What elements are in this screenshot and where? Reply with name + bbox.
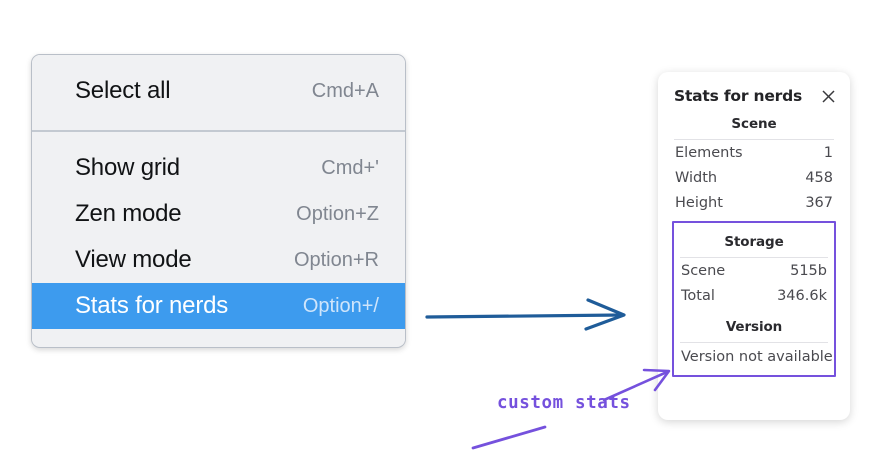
menu-item-select-all[interactable]: Select all Cmd+A bbox=[32, 68, 405, 114]
section-heading-storage: Storage bbox=[724, 234, 784, 250]
section-rule bbox=[674, 139, 834, 140]
section-heading-version: Version bbox=[725, 319, 783, 335]
stats-row-elements: Elements 1 bbox=[672, 140, 836, 165]
menu-item-view-mode[interactable]: View mode Option+R bbox=[32, 237, 405, 283]
canvas-context-menu[interactable]: Select all Cmd+A Show grid Cmd+' Zen mod… bbox=[31, 54, 406, 348]
menu-group-1-bottom-padding bbox=[32, 114, 405, 130]
section-heading-scene: Scene bbox=[731, 116, 777, 132]
close-icon[interactable] bbox=[819, 87, 837, 105]
stats-row-key: Elements bbox=[675, 145, 743, 161]
menu-group-2-top-padding bbox=[32, 132, 405, 145]
menu-group-2: Show grid Cmd+' Zen mode Option+Z View m… bbox=[32, 130, 405, 345]
section-rule bbox=[680, 257, 828, 258]
handwritten-note: custom stats bbox=[497, 393, 631, 413]
stats-row-value: 515b bbox=[790, 263, 827, 279]
menu-item-show-grid[interactable]: Show grid Cmd+' bbox=[32, 145, 405, 191]
menu-item-label: Zen mode bbox=[75, 200, 182, 227]
stats-row-height: Height 367 bbox=[672, 190, 836, 215]
menu-group-2-bottom-padding bbox=[32, 329, 405, 345]
stats-for-nerds-panel: Stats for nerds Scene Elements 1 Width 4… bbox=[658, 72, 850, 420]
menu-item-shortcut: Cmd+A bbox=[311, 79, 379, 102]
menu-item-shortcut: Option+Z bbox=[296, 202, 379, 225]
menu-item-label: Show grid bbox=[75, 154, 180, 181]
menu-item-label: Stats for nerds bbox=[75, 292, 229, 319]
stats-panel-body: Scene Elements 1 Width 458 Height 367 St… bbox=[658, 105, 850, 377]
stats-row-storage-total: Total 346.6k bbox=[678, 283, 830, 308]
menu-item-shortcut: Option+R bbox=[293, 248, 379, 271]
stats-section-storage: Storage Scene 515b Total 346.6k bbox=[678, 223, 830, 308]
menu-item-label: Select all bbox=[75, 77, 171, 104]
stats-row-key: Total bbox=[681, 288, 715, 304]
stats-row-version-value: Version not available bbox=[681, 349, 833, 365]
section-rule bbox=[680, 342, 828, 343]
stats-section-scene: Scene Elements 1 Width 458 Height 367 bbox=[672, 105, 836, 215]
stats-panel-title: Stats for nerds bbox=[674, 87, 803, 105]
menu-group-1-top-padding bbox=[32, 55, 405, 68]
stats-row-value: 458 bbox=[805, 170, 833, 186]
stats-row-key: Scene bbox=[681, 263, 726, 279]
stats-row-width: Width 458 bbox=[672, 165, 836, 190]
stats-row-key: Width bbox=[675, 170, 718, 186]
stats-row-value: 367 bbox=[805, 195, 833, 211]
custom-stats-highlight-box: Storage Scene 515b Total 346.6k Version … bbox=[672, 221, 836, 377]
stats-row-value: 1 bbox=[823, 145, 833, 161]
menu-item-shortcut: Cmd+' bbox=[321, 156, 379, 179]
stats-row-storage-scene: Scene 515b bbox=[678, 258, 830, 283]
underline-stroke bbox=[471, 425, 547, 450]
stats-panel-header: Stats for nerds bbox=[658, 72, 850, 105]
menu-item-zen-mode[interactable]: Zen mode Option+Z bbox=[32, 191, 405, 237]
menu-item-label: View mode bbox=[75, 246, 192, 273]
menu-item-shortcut: Option+/ bbox=[302, 294, 379, 317]
menu-group-1: Select all Cmd+A bbox=[32, 55, 405, 130]
menu-item-stats-for-nerds[interactable]: Stats for nerds Option+/ bbox=[32, 283, 405, 329]
stats-row-key: Height bbox=[675, 195, 723, 211]
stats-section-version: Version Version not available bbox=[678, 308, 833, 369]
arrow-menu-to-panel bbox=[425, 298, 626, 331]
stats-row-value: 346.6k bbox=[777, 288, 827, 304]
